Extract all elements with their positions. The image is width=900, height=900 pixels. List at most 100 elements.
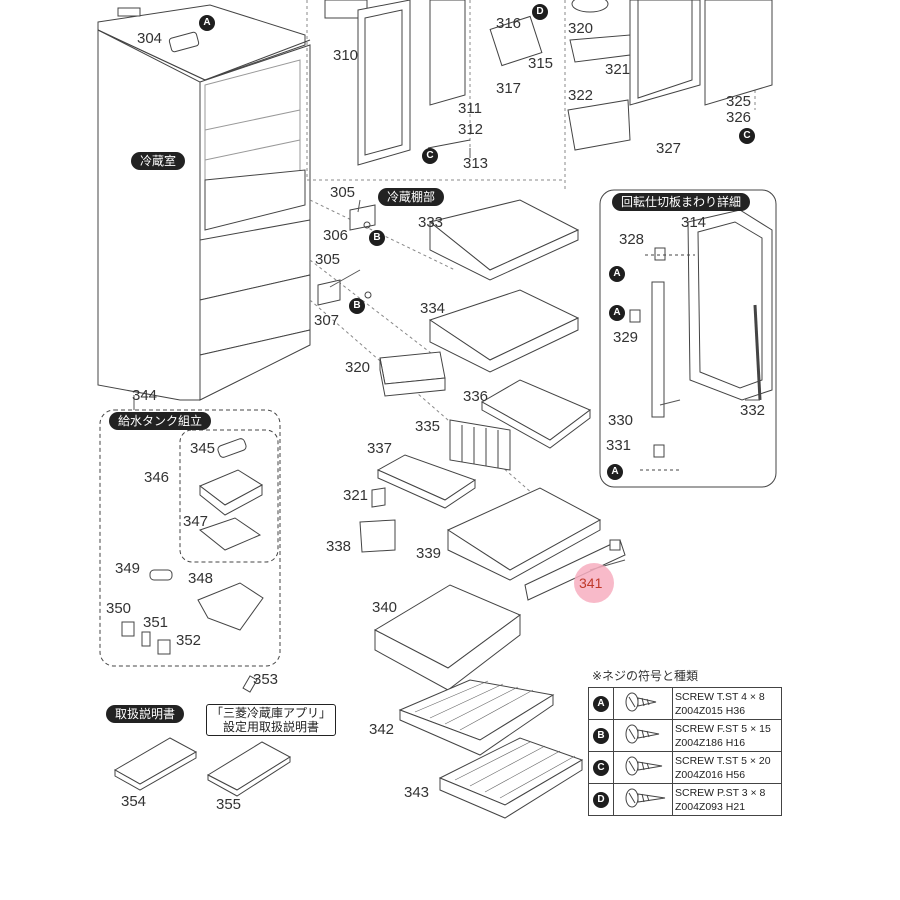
app-manual-line1: 「三菱冷蔵庫アプリ」 <box>211 706 332 720</box>
screw-key-badge: B <box>593 727 609 744</box>
part-number-320-shelf: 320 <box>345 359 371 376</box>
part-number-354: 354 <box>121 793 147 810</box>
screw-key-cell: A <box>588 687 614 720</box>
screw-spec: SCREW T.ST 5 × 20 <box>675 754 771 767</box>
water-tank-box <box>99 409 281 667</box>
part-number-314: 314 <box>681 214 707 231</box>
screw-spec: SCREW P.ST 3 × 8 <box>675 786 766 799</box>
part-number-305-upper: 305 <box>330 184 356 201</box>
section-label-app-manual: 「三菱冷蔵庫アプリ」 設定用取扱説明書 <box>206 704 337 736</box>
section-label-fridge-room: 冷蔵室 <box>131 152 186 170</box>
part-number-328: 328 <box>619 231 645 248</box>
part-number-332: 332 <box>740 402 766 419</box>
part-number-337: 337 <box>367 440 393 457</box>
screw-icon <box>625 756 663 776</box>
part-number-340: 340 <box>372 599 398 616</box>
part-number-333: 333 <box>418 214 444 231</box>
part-number-321-shelf: 321 <box>343 487 369 504</box>
part-number-351: 351 <box>143 614 169 631</box>
part-number-312: 312 <box>458 121 484 138</box>
screw-badge-c: C <box>739 128 755 144</box>
part-number-322: 322 <box>568 87 594 104</box>
screw-badge-a: A <box>609 305 625 321</box>
part-number-352: 352 <box>176 632 202 649</box>
part-number-327: 327 <box>656 140 682 157</box>
part-number-335: 335 <box>415 418 441 435</box>
screw-code: Z004Z186 H16 <box>675 736 746 749</box>
part-number-326: 326 <box>726 109 752 126</box>
screw-key-cell: C <box>588 751 614 784</box>
part-number-325: 325 <box>726 93 752 110</box>
screw-legend-note: ※ネジの符号と種類 <box>592 669 699 683</box>
part-number-342: 342 <box>369 721 395 738</box>
screw-illustration <box>613 783 673 816</box>
screw-icon <box>625 724 660 744</box>
screw-badge-b: B <box>349 298 365 314</box>
part-number-348: 348 <box>188 570 214 587</box>
part-number-317: 317 <box>496 80 522 97</box>
screw-key-badge: C <box>593 759 609 776</box>
manuals <box>113 737 291 797</box>
shelves <box>359 199 626 819</box>
part-number-320-top: 320 <box>568 20 594 37</box>
part-number-350: 350 <box>106 600 132 617</box>
part-number-344: 344 <box>132 387 158 404</box>
partition-detail-box <box>599 189 777 488</box>
section-label-fridge-shelf: 冷蔵棚部 <box>378 188 445 206</box>
part-number-355: 355 <box>216 796 242 813</box>
part-number-311: 311 <box>458 100 482 117</box>
screw-icon <box>625 692 657 712</box>
part-number-346: 346 <box>144 469 170 486</box>
part-number-334: 334 <box>420 300 446 317</box>
screw-badge-a: A <box>199 15 215 31</box>
part-number-315: 315 <box>528 55 554 72</box>
part-number-341: 341 <box>579 575 603 591</box>
part-number-321-top: 321 <box>605 61 631 78</box>
screw-badge-a: A <box>607 464 623 480</box>
screw-icon <box>625 788 666 808</box>
app-manual-line2: 設定用取扱説明書 <box>223 720 320 734</box>
refrigerator-body <box>97 4 311 401</box>
screw-spec: SCREW F.ST 5 × 15 <box>675 722 771 735</box>
screw-illustration <box>613 751 673 784</box>
screw-illustration <box>613 687 673 720</box>
part-number-349: 349 <box>115 560 141 577</box>
screw-badge-b: B <box>369 230 385 246</box>
screw-key-badge: A <box>593 695 609 712</box>
screw-spec: SCREW T.ST 4 × 8 <box>675 690 765 703</box>
screw-badge-d: D <box>532 4 548 20</box>
section-label-water-tank: 給水タンク組立 <box>109 412 212 430</box>
section-label-manual: 取扱説明書 <box>106 705 185 723</box>
screw-key-badge: D <box>593 791 609 808</box>
part-highlight-circle <box>574 563 614 603</box>
part-number-353: 353 <box>253 671 279 688</box>
screw-badge-a: A <box>609 266 625 282</box>
screw-illustration <box>613 719 673 752</box>
section-label-rotating-partition: 回転仕切板まわり詳細 <box>612 193 751 211</box>
part-number-343: 343 <box>404 784 430 801</box>
part-number-339: 339 <box>416 545 442 562</box>
part-number-347: 347 <box>183 513 209 530</box>
part-number-304: 304 <box>137 30 163 47</box>
part-number-313: 313 <box>463 155 489 172</box>
part-number-345: 345 <box>190 440 216 457</box>
small-parts <box>242 204 376 693</box>
screw-key-cell: D <box>588 783 614 816</box>
part-number-329: 329 <box>613 329 639 346</box>
part-number-338: 338 <box>326 538 352 555</box>
part-number-310: 310 <box>333 47 359 64</box>
part-number-330: 330 <box>608 412 634 429</box>
screw-code: Z004Z015 H36 <box>675 704 746 717</box>
part-number-316: 316 <box>496 15 522 32</box>
door-panels-top <box>324 0 773 166</box>
part-number-305-lower: 305 <box>315 251 341 268</box>
screw-code: Z004Z093 H21 <box>675 800 746 813</box>
